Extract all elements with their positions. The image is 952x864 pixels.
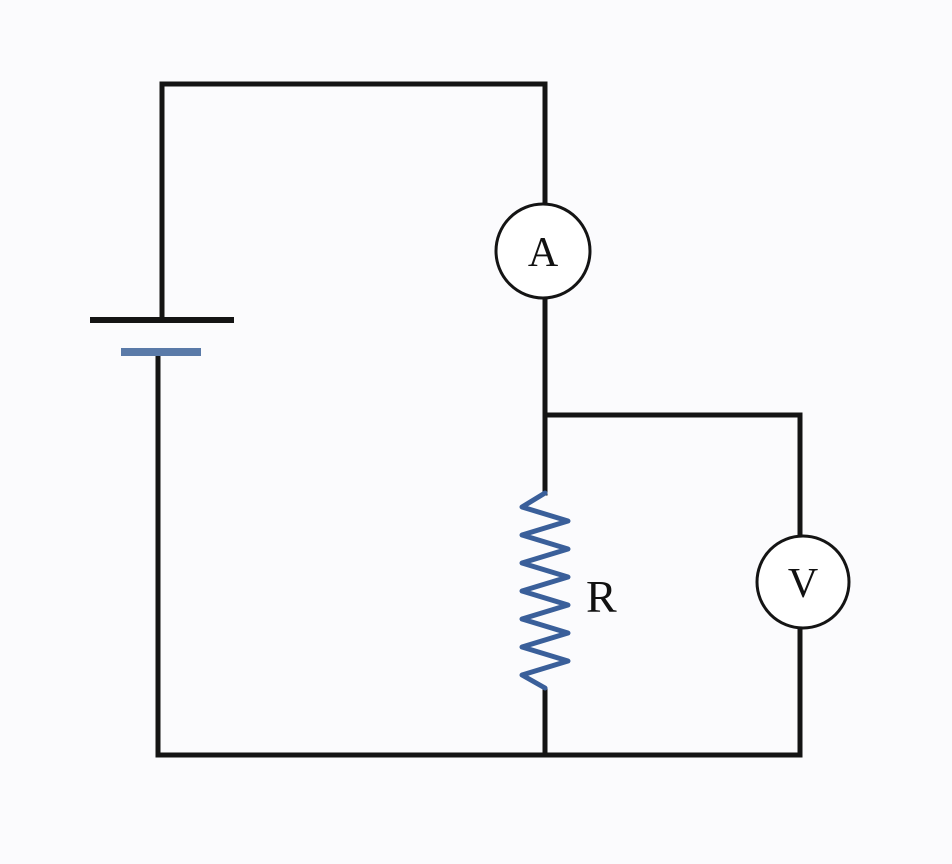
resistor: R [519,490,617,691]
ammeter: A [494,202,592,300]
resistor-label: R [586,571,617,622]
battery-cell [90,317,234,356]
ammeter-symbol: A [528,230,559,276]
ammeter-ring [494,202,592,300]
voltmeter-ring [755,534,851,630]
voltmeter-symbol: V [788,561,818,607]
voltmeter: V [755,534,851,630]
resistor-zigzag [519,490,571,691]
